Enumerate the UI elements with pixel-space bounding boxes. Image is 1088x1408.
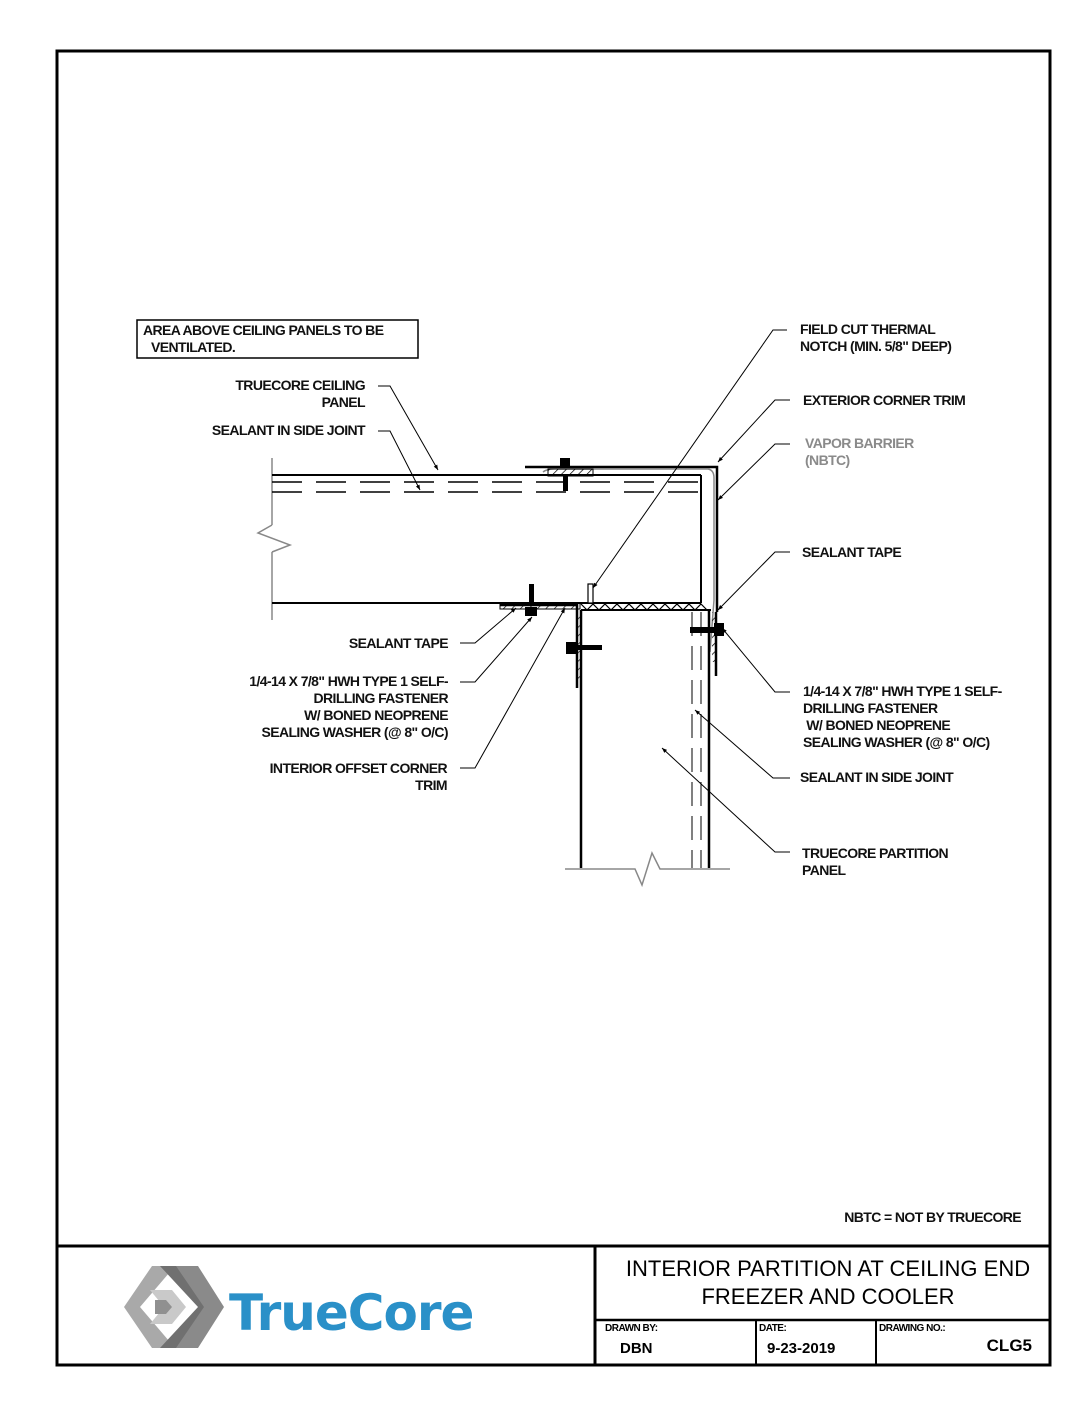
drawn-by-value: DBN [620, 1340, 653, 1357]
sheet-border [55, 49, 1052, 1367]
truecore-logo: TrueCore [124, 1266, 474, 1348]
partition-panel [565, 609, 730, 888]
leader-lines [378, 329, 790, 853]
exterior-corner-trim [525, 458, 719, 653]
drawing-title-line2: FREEZER AND COOLER [701, 1284, 954, 1309]
svg-text:SEALING WASHER (@ 8" O/C): SEALING WASHER (@ 8" O/C) [261, 724, 448, 740]
svg-text:PANEL: PANEL [802, 862, 846, 878]
svg-text:TRIM: TRIM [415, 777, 447, 793]
svg-text:FIELD CUT THERMAL: FIELD CUT THERMAL [800, 321, 936, 337]
callout-fastener-right: 1/4-14 X 7/8" HWH TYPE 1 SELF- DRILLING … [803, 683, 1003, 750]
title-block: INTERIOR PARTITION AT CEILING END FREEZE… [57, 1244, 1050, 1365]
truecore-logo-mark-icon [124, 1266, 224, 1348]
svg-text:AREA ABOVE CEILING PANELS TO B: AREA ABOVE CEILING PANELS TO BE [143, 322, 384, 338]
callout-exterior-corner-trim: EXTERIOR CORNER TRIM [803, 392, 965, 408]
svg-text:TRUECORE PARTITION: TRUECORE PARTITION [802, 845, 949, 861]
date-label: DATE: [759, 1323, 786, 1334]
drawing-no-label: DRAWING NO.: [879, 1323, 945, 1334]
svg-text:PANEL: PANEL [322, 394, 366, 410]
drawn-by-label: DRAWN BY: [605, 1323, 658, 1334]
svg-text:INTERIOR OFFSET CORNER: INTERIOR OFFSET CORNER [270, 760, 448, 776]
callout-thermal-notch: FIELD CUT THERMAL NOTCH (MIN. 5/8" DEEP) [800, 321, 952, 354]
drawing-no-value: CLG5 [987, 1336, 1032, 1355]
callout-sealant-tape-left: SEALANT TAPE [349, 635, 448, 651]
svg-text:VENTILATED.: VENTILATED. [151, 339, 235, 355]
ventilation-note: AREA ABOVE CEILING PANELS TO BE VENTILAT… [136, 319, 419, 359]
svg-text:W/ BONED NEOPRENE: W/ BONED NEOPRENE [803, 717, 950, 733]
interior-offset-corner-trim [500, 584, 602, 688]
svg-text:1/4-14 X 7/8" HWH TYPE 1 SELF-: 1/4-14 X 7/8" HWH TYPE 1 SELF- [249, 673, 449, 689]
svg-text:1/4-14 X 7/8" HWH TYPE 1 SELF-: 1/4-14 X 7/8" HWH TYPE 1 SELF- [803, 683, 1003, 699]
svg-text:VAPOR BARRIER: VAPOR BARRIER [805, 435, 914, 451]
callout-interior-offset-trim: INTERIOR OFFSET CORNER TRIM [270, 760, 448, 793]
callout-ceiling-panel: TRUECORE CEILING PANEL [235, 377, 366, 410]
svg-text:TRUECORE CEILING: TRUECORE CEILING [235, 377, 365, 393]
svg-text:DRILLING FASTENER: DRILLING FASTENER [803, 700, 938, 716]
svg-text:DRILLING FASTENER: DRILLING FASTENER [314, 690, 449, 706]
callout-partition-panel: TRUECORE PARTITION PANEL [802, 845, 949, 878]
date-value: 9-23-2019 [767, 1340, 835, 1357]
svg-text:(NBTC): (NBTC) [805, 452, 850, 468]
drawing-title-line1: INTERIOR PARTITION AT CEILING END [626, 1256, 1030, 1281]
right-fastener [690, 612, 724, 676]
callout-sealant-side-joint-top: SEALANT IN SIDE JOINT [212, 422, 366, 438]
callout-sealant-side-joint-right: SEALANT IN SIDE JOINT [800, 769, 954, 785]
svg-text:NOTCH (MIN. 5/8" DEEP): NOTCH (MIN. 5/8" DEEP) [800, 338, 951, 354]
svg-text:SEALING WASHER (@ 8" O/C): SEALING WASHER (@ 8" O/C) [803, 734, 990, 750]
ceiling-panel [256, 458, 702, 620]
nbtc-note: NBTC = NOT BY TRUECORE [844, 1209, 1021, 1225]
callout-fastener-left: 1/4-14 X 7/8" HWH TYPE 1 SELF- DRILLING … [249, 673, 449, 740]
callout-sealant-tape-right: SEALANT TAPE [802, 544, 901, 560]
svg-text:W/ BONED NEOPRENE: W/ BONED NEOPRENE [304, 707, 448, 723]
svg-text:TrueCore: TrueCore [229, 1284, 473, 1342]
callout-vapor-barrier: VAPOR BARRIER (NBTC) [805, 435, 915, 468]
